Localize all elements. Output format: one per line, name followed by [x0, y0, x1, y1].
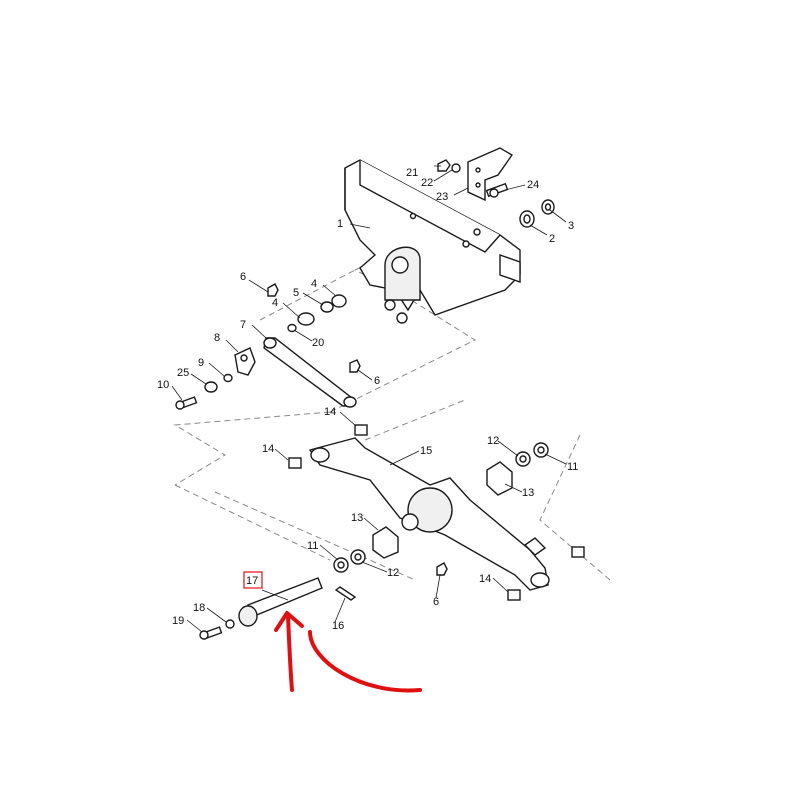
lower-left-hardware [175, 347, 256, 410]
callout-5: 5 [293, 287, 299, 299]
callout-11-right: 11 [567, 461, 578, 473]
bushing-14-parts [288, 424, 585, 601]
shaft-17-part [199, 577, 323, 640]
callout-23: 23 [436, 191, 448, 203]
callout-4-second: 4 [272, 297, 278, 309]
callout-13-right: 13 [522, 487, 534, 499]
callout-17: 17 [246, 575, 258, 587]
pin-and-fitting-parts [334, 562, 448, 601]
callout-6-upper: 6 [240, 271, 246, 283]
left-spacer-parts [333, 526, 399, 573]
callout-22: 22 [421, 177, 433, 189]
callout-8: 8 [214, 332, 220, 344]
callout-14-left: 14 [262, 443, 274, 455]
callout-25: 25 [177, 367, 189, 379]
callout-labels: 1 2 3 4 4 5 6 6 6 7 8 9 10 11 11 12 12 1… [157, 167, 578, 632]
callout-4: 4 [311, 278, 317, 290]
callout-17-highlight-box [243, 571, 263, 589]
callout-13-left: 13 [351, 512, 363, 524]
link-rod-part [263, 337, 361, 408]
bolt-24-part [485, 182, 509, 198]
callout-18: 18 [193, 602, 205, 614]
red-highlight-arrow [274, 611, 422, 693]
callout-2: 2 [549, 233, 555, 245]
callout-14-bottom: 14 [479, 573, 491, 585]
callout-14-top: 14 [324, 406, 336, 418]
callout-20: 20 [312, 337, 324, 349]
callout-24: 24 [527, 179, 539, 191]
callout-6-lower: 6 [433, 596, 439, 608]
callout-leaders [171, 165, 567, 633]
right-spacer-parts [486, 442, 549, 496]
callout-12-right: 12 [487, 435, 499, 447]
main-frame-part [344, 159, 521, 324]
bracket-part [467, 147, 514, 202]
upper-small-parts [267, 283, 347, 333]
callout-19: 19 [172, 615, 184, 627]
callout-15: 15 [420, 445, 432, 457]
callout-12-left: 12 [387, 567, 399, 579]
callout-1: 1 [337, 218, 343, 230]
swing-arm-part [308, 437, 550, 591]
callout-10: 10 [157, 379, 169, 391]
callout-6-middle: 6 [374, 375, 380, 387]
callout-3: 3 [568, 220, 574, 232]
callout-16: 16 [332, 620, 344, 632]
callout-21: 21 [406, 167, 418, 179]
callout-9: 9 [198, 357, 204, 369]
callout-7: 7 [240, 319, 246, 331]
callout-11-left: 11 [307, 540, 318, 552]
nut-washer-parts [437, 159, 461, 173]
bushing-2-3-parts [519, 199, 555, 228]
